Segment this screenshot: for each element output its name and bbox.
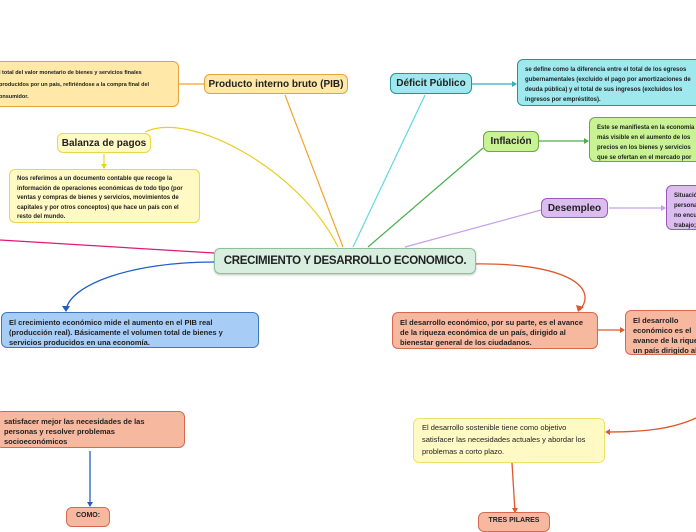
link-tres [511,462,516,513]
pib-definition[interactable]: l total del valor monetario de bienes y … [0,61,179,107]
link-balanza [144,126,339,248]
link-crecimiento [65,261,215,311]
link-deficit [352,94,426,248]
desarrollo-definition[interactable]: El desarrollo económico, por su parte, e… [392,312,598,349]
topic-desempleo[interactable]: Desempleo [541,198,608,218]
satisfacer-note[interactable]: satisfacer mejor las necesidades de las … [0,411,185,448]
arrow-sostenible [605,429,610,435]
arrow-inflacion-def [584,138,589,144]
link-pib [284,94,344,248]
topic-deficit-publico[interactable]: Déficit Público [390,73,472,94]
link-desempleo [404,209,542,248]
topic-pib[interactable]: Producto interno bruto (PIB) [204,74,348,94]
arrow-balanza-def [101,164,107,169]
link-desarrollo [469,263,586,311]
central-topic[interactable]: CRECIMIENTO Y DESARROLLO ECONOMICO. [214,248,476,274]
topic-como[interactable]: COMO: [66,507,110,527]
arrow-tres [512,508,518,513]
arrow-como [87,502,93,507]
arrow-desarrollo-def2 [620,327,625,333]
topic-balanza-de-pagos[interactable]: Balanza de pagos [57,133,151,153]
arrow-desempleo-def [661,205,666,211]
topic-tres-pilares[interactable]: TRES PILARES [478,512,550,532]
sostenible-definition[interactable]: El desarrollo sostenible tiene como obje… [413,418,605,463]
link-inflacion [367,147,484,248]
link-left-pink [0,239,215,254]
arrow-crecimiento [62,306,70,312]
arrow-desarrollo [576,305,584,312]
arrow-deficit-def [512,81,517,87]
topic-inflacion[interactable]: Inflación [483,131,539,152]
crecimiento-definition[interactable]: El crecimiento económico mide el aumento… [1,312,259,348]
balanza-definition[interactable]: Nos referimos a un documento contable qu… [9,169,200,223]
deficit-definition[interactable]: se define como la diferencia entre el to… [517,59,696,106]
inflacion-definition[interactable]: Este se manifiesta en la economía más vi… [589,117,696,162]
desempleo-definition[interactable]: Situación de la persona que no encuentra… [666,185,696,230]
link-sostenible [605,417,696,433]
desarrollo-definition-2[interactable]: El desarrollo económico es el avance de … [625,310,696,355]
connector-lines [0,81,696,513]
